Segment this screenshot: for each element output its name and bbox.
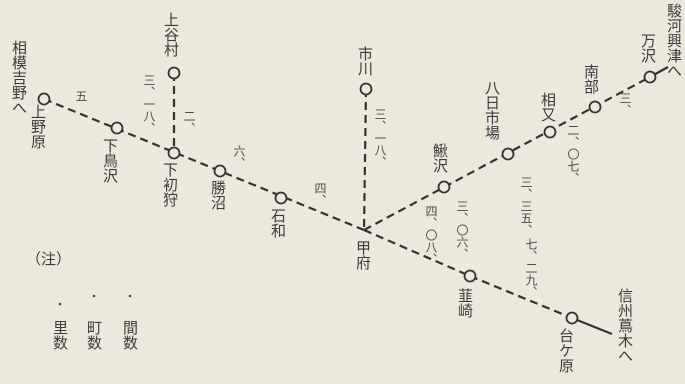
distance-isawa: 四、	[313, 182, 327, 206]
legend-ri: 里数	[51, 320, 69, 350]
station-label-sagami-yoshino: 相模吉野へ	[10, 40, 28, 115]
legend-cho: 町数	[85, 320, 103, 350]
station-label-uenohara: 上野原	[29, 104, 47, 149]
legend-dot-cho	[92, 294, 96, 298]
station-kajikazawa-marker	[437, 180, 451, 194]
line-uenohara-kofu	[43, 97, 365, 232]
line-daigahara-shinshu	[571, 316, 613, 336]
distance-yokaichiba: 三、三五、	[519, 176, 533, 236]
station-nirasaki-marker	[463, 269, 477, 283]
legend-note: （注）	[26, 250, 72, 268]
station-label-kajikazawa: 鰍沢	[431, 143, 449, 173]
distance-kamiyamura: 二、	[182, 110, 196, 134]
distance-shimohatsukari: 三、一八、	[142, 74, 156, 134]
distance-kofu-nirasaki: 四、〇八、	[424, 205, 438, 265]
station-label-aimata: 相又	[539, 92, 557, 122]
distance-kajikazawa: 三、〇六、	[455, 200, 469, 260]
station-label-shimohatsukari: 下初狩	[161, 162, 179, 207]
distance-ichikawa: 三、一八、	[373, 108, 387, 168]
distance-daigahara: 七、二九、	[524, 238, 538, 298]
station-aimata-marker	[543, 125, 557, 139]
station-label-shimotorisawa: 下鳥沢	[101, 138, 119, 183]
distance-aimata: 二、〇七、	[566, 124, 580, 184]
station-isawa-marker	[274, 191, 288, 205]
station-label-shinshu-tsutaki: 信州蔦木へ	[616, 288, 634, 363]
station-uenohara-marker	[37, 92, 51, 106]
line-ichikawa-branch	[362, 88, 368, 231]
station-label-nirasaki: 韮崎	[456, 288, 474, 318]
station-label-isawa: 石和	[269, 208, 287, 238]
station-manzawa-marker	[643, 70, 657, 84]
station-label-nanbu: 南部	[582, 64, 600, 94]
station-label-kamiyamura: 上谷村	[162, 12, 180, 57]
station-label-suruga-okitsu: 駿河興津へ	[665, 3, 683, 78]
station-ichikawa-marker	[359, 82, 373, 96]
station-label-manzawa: 万沢	[639, 33, 657, 63]
line-nirasaki-daigahara	[469, 274, 573, 320]
station-katsunuma-marker	[213, 164, 227, 178]
station-label-katsunuma: 勝沼	[209, 180, 227, 210]
station-label-yokaichiba: 八日市場	[483, 80, 501, 140]
station-shimohatsukari-marker	[167, 146, 181, 160]
station-daigahara-marker	[565, 311, 579, 325]
station-label-kofu: 甲府	[354, 240, 372, 270]
distance-nanbu: 三、	[618, 92, 632, 116]
station-kamiyamura-marker	[167, 66, 181, 80]
station-yokaichiba-marker	[501, 147, 515, 161]
legend-ken: 間数	[121, 320, 139, 350]
station-shimotorisawa-marker	[110, 121, 124, 135]
distance-katsunuma: 六、	[232, 145, 246, 169]
distance-uenohara: 五	[74, 90, 88, 102]
station-label-ichikawa: 市川	[356, 46, 374, 76]
line-kofu-nirasaki	[363, 228, 471, 278]
station-nanbu-marker	[588, 100, 602, 114]
legend-dot-ken	[128, 294, 132, 298]
station-label-daigahara: 台ケ原	[557, 328, 575, 373]
legend-dot-ri	[58, 302, 62, 306]
